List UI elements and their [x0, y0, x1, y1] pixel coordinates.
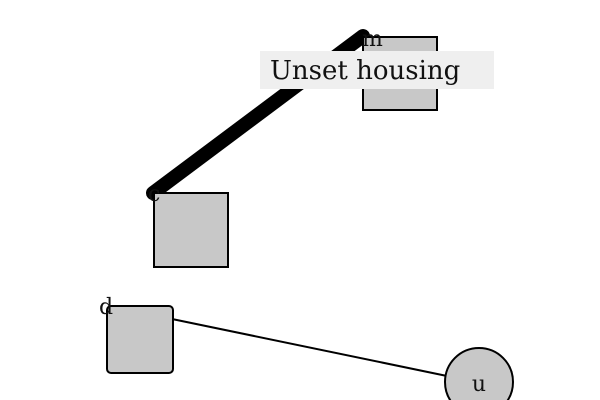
node-d-label: d — [99, 295, 113, 320]
node-d-shape[interactable] — [106, 305, 174, 374]
node-u-label: u — [472, 372, 486, 397]
tooltip-text: Unset housing — [270, 56, 460, 86]
node-c-label: c — [148, 182, 160, 207]
node-u[interactable]: u — [444, 347, 514, 400]
tooltip-box — [260, 51, 494, 89]
node-c[interactable]: c — [148, 182, 229, 268]
node-u-shape[interactable] — [444, 347, 514, 400]
tooltip: Unset housing — [260, 51, 494, 89]
node-m-label: m — [362, 27, 383, 52]
node-c-shape[interactable] — [153, 192, 229, 268]
edge-d-u[interactable] — [171, 318, 448, 377]
node-d[interactable]: d — [99, 295, 174, 374]
